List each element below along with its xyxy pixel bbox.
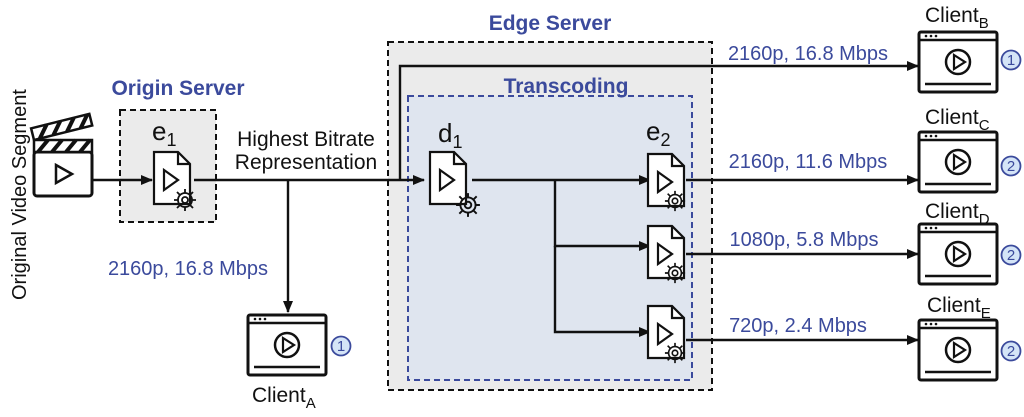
decoder-to-encoder-3-arrow [553,246,651,337]
origin-node-label: e1 [152,116,176,150]
svg-text:1: 1 [337,338,345,355]
client-e-badge: 2 [1000,340,1022,362]
client-d-badge: 2 [1000,244,1022,266]
client-e-label: ClientE [927,294,991,322]
clapperboard-icon [29,112,94,198]
client-b-label: ClientB [925,4,989,32]
client-b-icon [917,30,999,94]
link-label-line2: Representation [235,151,377,174]
client-c-stream-label: 2160p, 11.6 Mbps [729,151,888,173]
svg-text:2: 2 [1007,343,1015,360]
client-c-badge: 2 [1000,155,1022,177]
transcoding-title: Transcoding [504,75,629,98]
svg-text:2: 2 [1007,247,1015,264]
client-d-stream-label: 1080p, 5.8 Mbps [730,229,879,251]
source-label: Original Video Segment [9,89,31,300]
client-a-label: ClientA [252,384,316,412]
client-a-badge: 1 [330,335,352,357]
svg-text:1: 1 [1007,52,1015,69]
svg-text:2: 2 [1007,158,1015,175]
client-b-stream-label: 2160p, 16.8 Mbps [728,43,888,65]
decoder-icon [428,150,468,206]
link-label-line1: Highest Bitrate [237,128,375,151]
client-a-stream-label: 2160p, 16.8 Mbps [108,258,268,280]
client-d-label: ClientD [925,200,990,228]
client-a-icon [246,313,328,377]
encoder-icon-1 [646,152,686,208]
encoder-node-label: e2 [646,116,670,150]
origin-server-title: Origin Server [111,77,244,100]
client-e-stream-label: 720p, 2.4 Mbps [729,315,867,337]
client-c-icon [917,130,999,194]
edge-to-client-b-arrow [398,61,919,180]
edge-server-title: Edge Server [489,12,612,35]
client-e-icon [917,318,999,382]
encoder-icon-3 [646,304,686,360]
decoder-node-label: d1 [438,118,462,152]
encoder-icon-2 [646,224,686,280]
client-d-icon [917,222,999,286]
client-b-badge: 1 [1000,49,1022,71]
client-c-label: ClientC [925,106,990,134]
